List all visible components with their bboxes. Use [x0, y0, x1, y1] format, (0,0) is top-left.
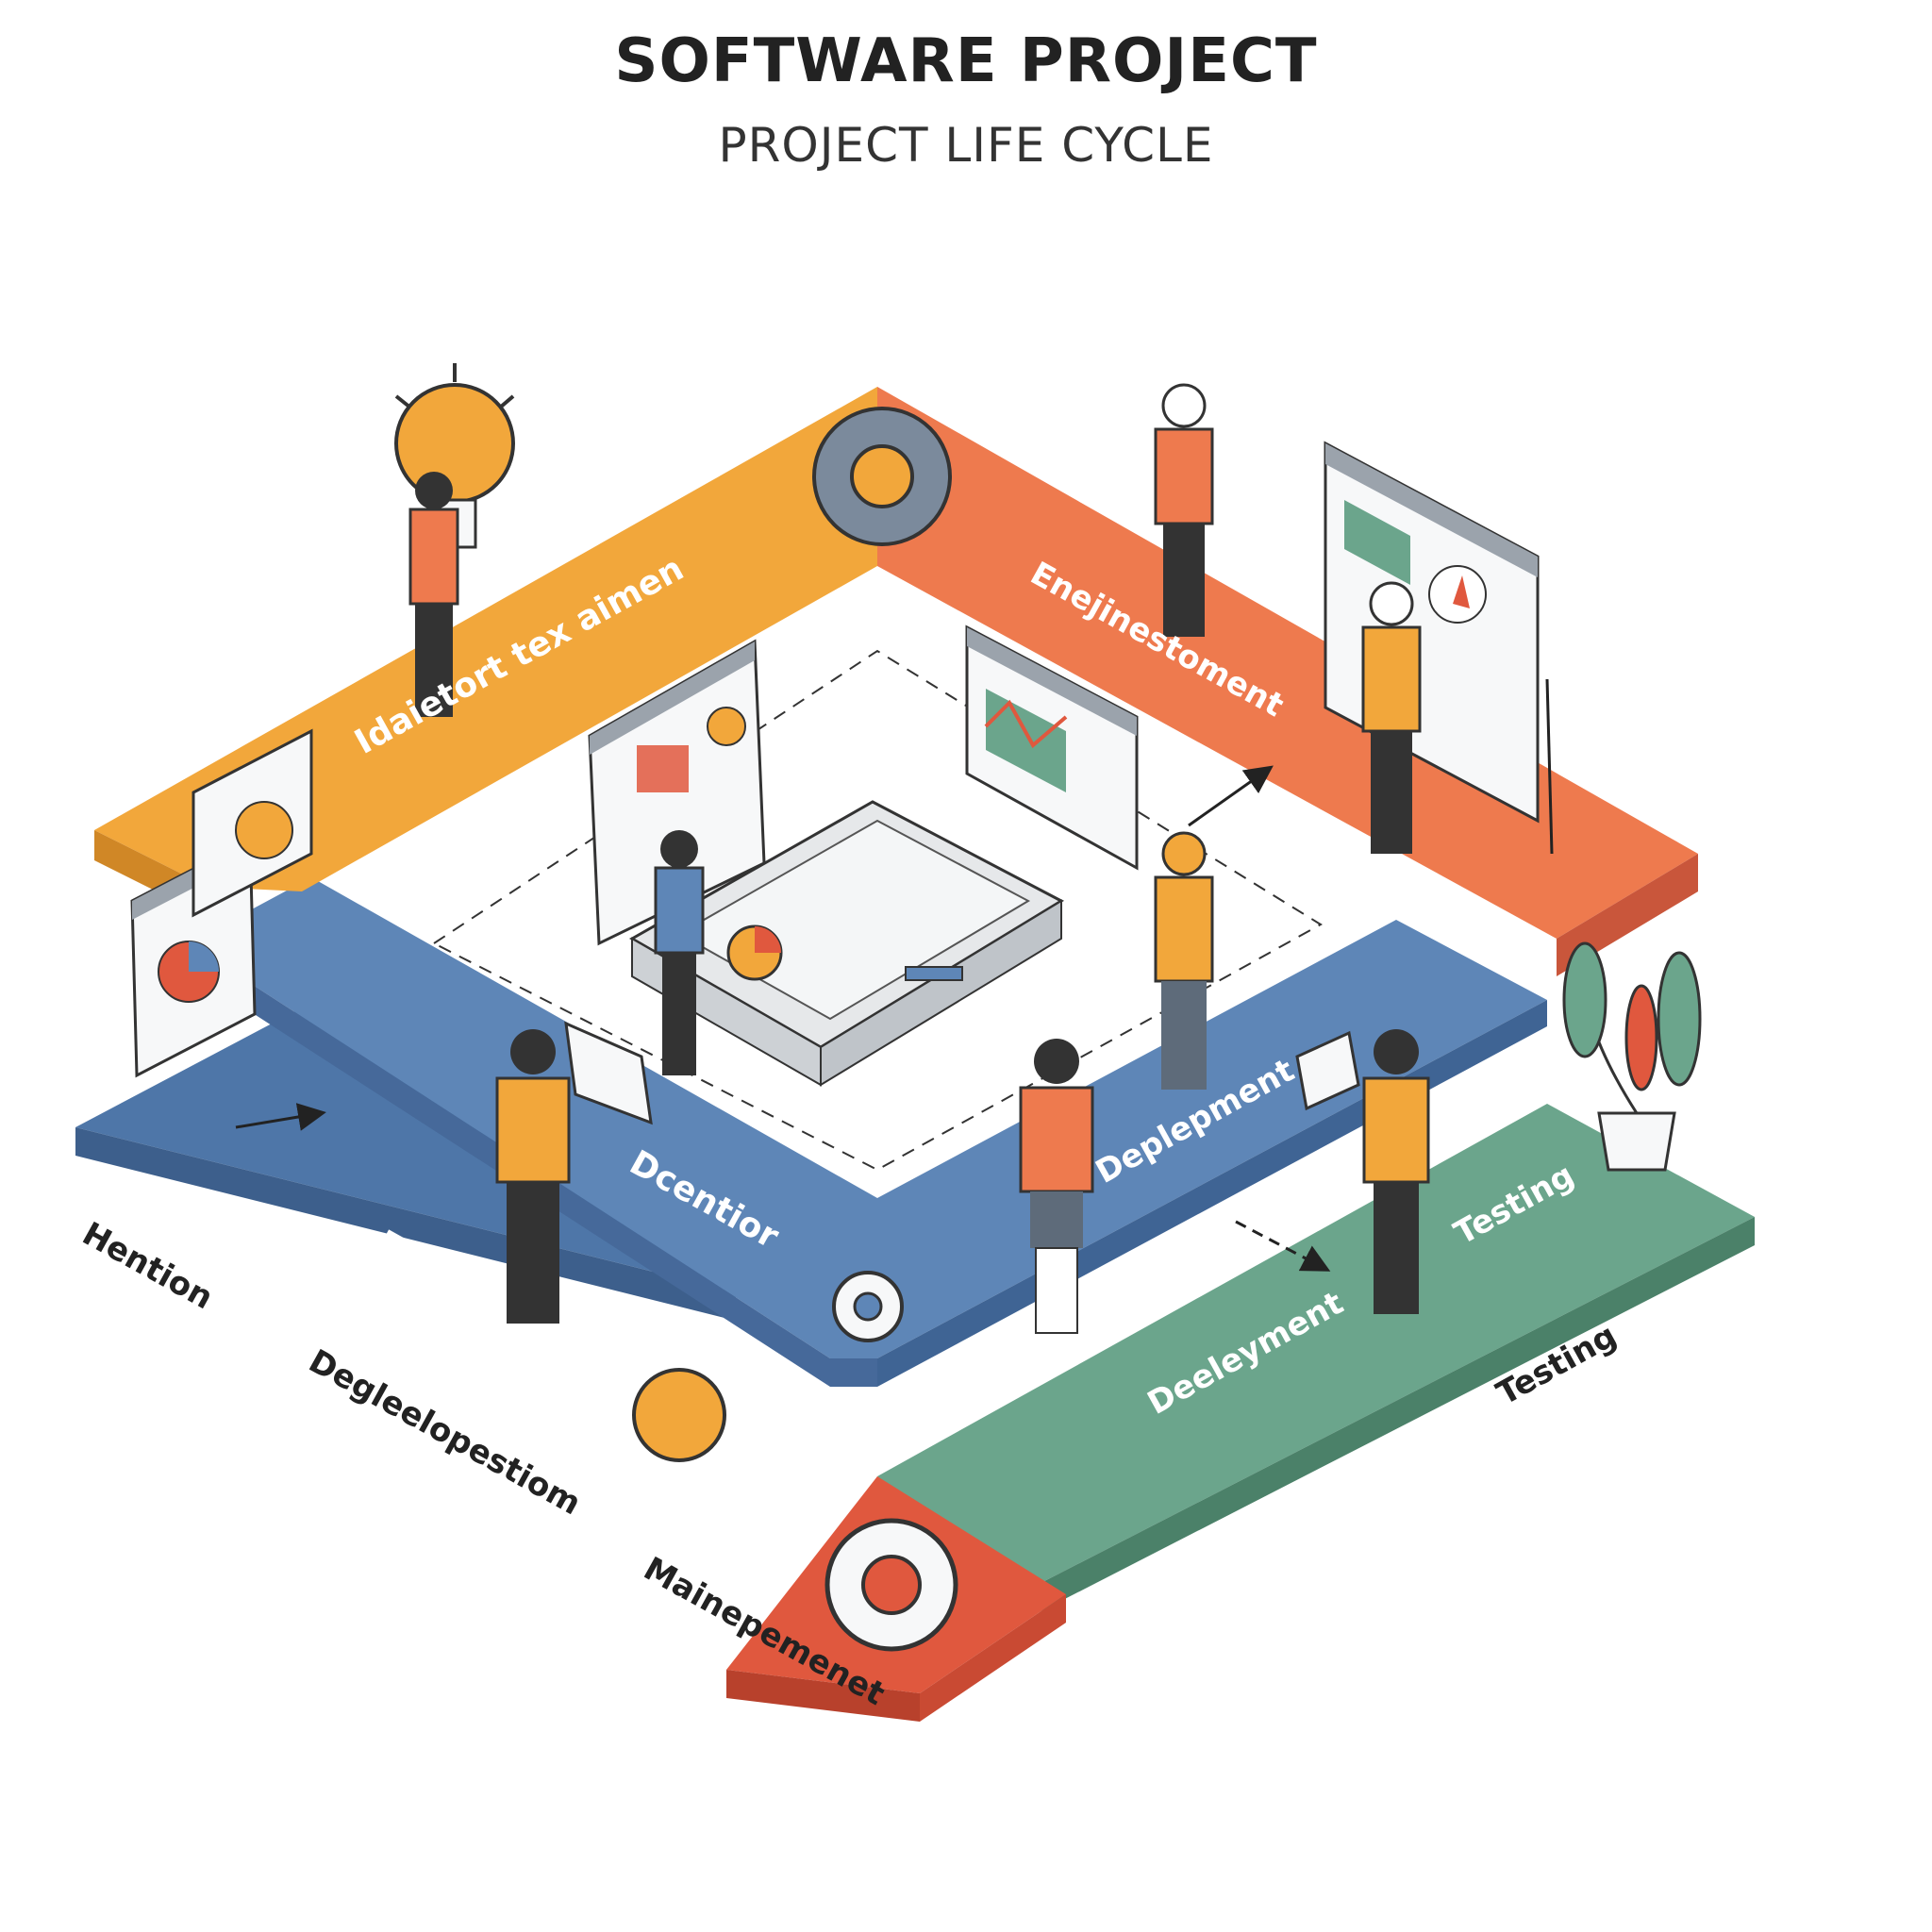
gear-icon [707, 707, 746, 746]
central-tablet [628, 800, 1065, 1087]
page-title: SOFTWARE PROJECT [614, 26, 1318, 96]
person-deployment-blue [1154, 831, 1214, 1090]
puzzle-gear-icon [632, 1368, 726, 1462]
outer-label-hention: Hention [76, 1215, 220, 1317]
gear-icon [812, 407, 952, 546]
laptop-icon [1295, 1030, 1360, 1111]
flow-arrow [235, 1103, 326, 1131]
person-testing-green [1362, 1029, 1430, 1314]
browser-window-chart [965, 625, 1139, 871]
laptop-icon [564, 1021, 653, 1125]
green-band [877, 1104, 1755, 1623]
browser-window-upper-left [192, 728, 313, 918]
gear-icon [832, 1271, 904, 1342]
dashed-inner-path [433, 649, 1323, 1172]
stand-pole [1545, 678, 1554, 855]
flow-arrow [1188, 765, 1274, 827]
browser-window-center [588, 639, 766, 946]
person-right-screen [1361, 581, 1422, 854]
person-ideation [408, 472, 459, 717]
person-center [654, 830, 705, 1075]
outer-label-degleelopestiom: Degleelopestiom [303, 1342, 588, 1523]
person-testing-blue [495, 1029, 571, 1324]
gear-icon [824, 1518, 958, 1652]
person-engineering [1154, 383, 1214, 637]
flow-arrow [1235, 1220, 1331, 1272]
potted-plant [1562, 941, 1702, 1172]
person-development-green [1019, 1039, 1094, 1334]
page-subtitle: PROJECT LIFE CYCLE [718, 118, 1214, 173]
